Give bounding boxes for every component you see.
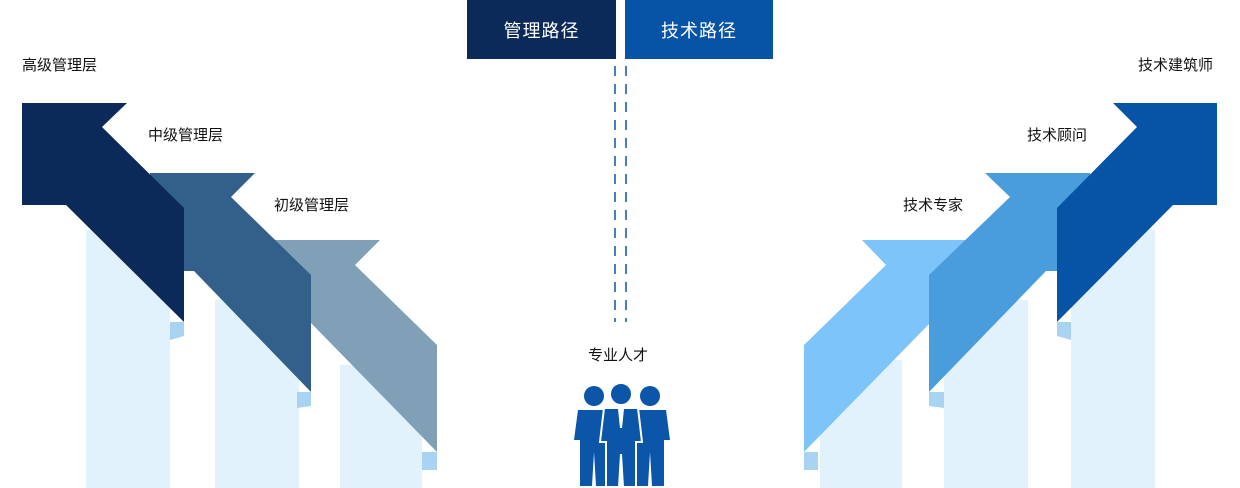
arrow-tip-mgmt-junior bbox=[422, 452, 437, 470]
arrow-tip-tech-consultant bbox=[929, 392, 944, 408]
technical-path-button[interactable]: 技术路径 bbox=[625, 0, 773, 59]
arrow-tech-architect bbox=[1057, 103, 1217, 322]
arrow-tip-tech-architect bbox=[1057, 322, 1071, 340]
arrow-tech-expert bbox=[804, 240, 965, 452]
mgmt-level-junior: 初级管理层 bbox=[274, 196, 350, 214]
arrow-tip-mgmt-middle bbox=[297, 392, 311, 408]
people-group-icon bbox=[574, 382, 670, 488]
tech-level-consultant: 技术顾问 bbox=[1027, 126, 1088, 144]
tech-level-architect: 技术建筑师 bbox=[1138, 56, 1214, 74]
arrow-tip-mgmt-senior bbox=[170, 322, 184, 340]
management-path-button[interactable]: 管理路径 bbox=[467, 0, 616, 59]
arrow-tech-consultant bbox=[929, 173, 1090, 392]
arrow-mgmt-junior bbox=[274, 240, 437, 452]
arrow-tip-tech-expert bbox=[804, 452, 818, 470]
tech-level-expert: 技术专家 bbox=[903, 196, 964, 214]
arrow-mgmt-senior bbox=[22, 103, 184, 322]
arrow-mgmt-middle bbox=[150, 173, 311, 392]
mgmt-level-middle: 中级管理层 bbox=[148, 126, 224, 144]
mgmt-level-senior: 高级管理层 bbox=[22, 56, 98, 74]
center-label: 专业人才 bbox=[588, 346, 649, 364]
